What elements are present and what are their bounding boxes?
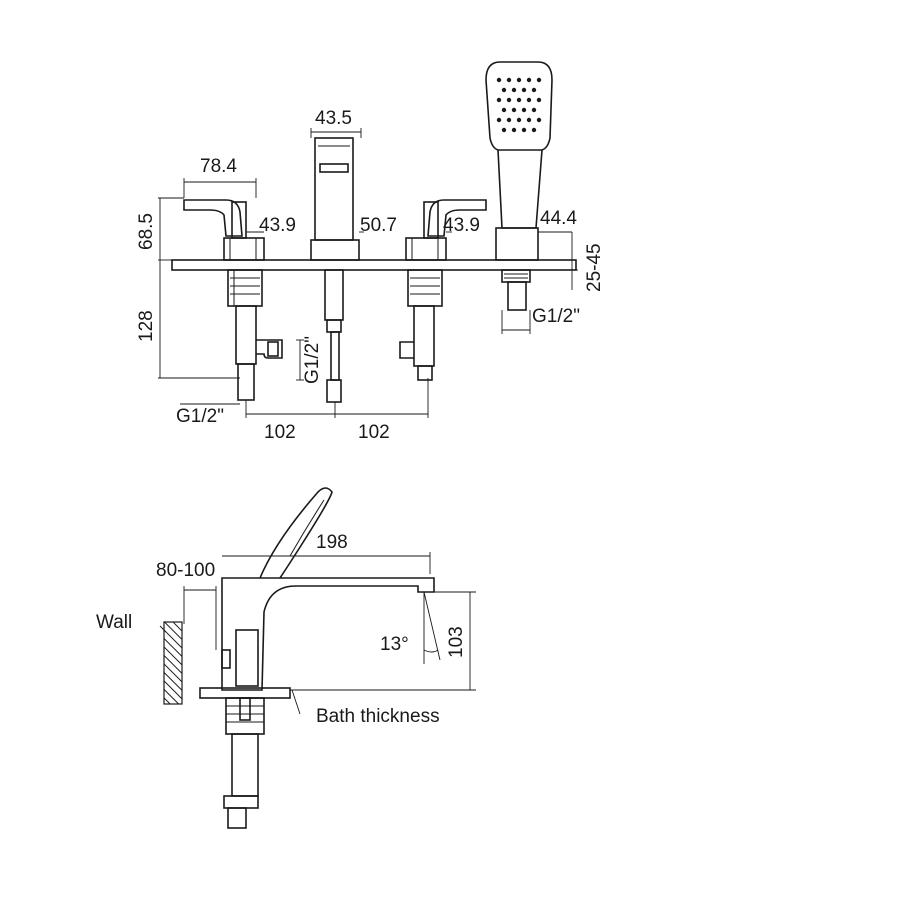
dim-right-valve-body: 43.9 <box>443 215 480 236</box>
right-inlet <box>417 365 433 381</box>
spray-nozzle-dot <box>516 97 522 103</box>
dim-spout-height: 103 <box>446 626 467 658</box>
spray-nozzle-dot <box>536 97 542 103</box>
spray-nozzle-dot <box>496 97 502 103</box>
thread-left-inlet: G1/2" <box>176 406 224 427</box>
spray-nozzle-dot <box>531 87 537 93</box>
hand-shower-handle <box>497 149 543 229</box>
spray-nozzle-dot <box>531 127 537 133</box>
spray-nozzle-dot <box>531 107 537 113</box>
right-valve <box>399 199 487 381</box>
side-dimension-lines <box>159 552 476 715</box>
spout-tube <box>314 137 354 241</box>
left-thread <box>227 269 263 307</box>
left-valve <box>183 199 283 401</box>
dim-spacing-right: 102 <box>358 422 390 443</box>
dim-deck-range: 25-45 <box>584 243 605 292</box>
dim-lever-width: 78.4 <box>200 156 237 177</box>
spray-nozzle-dot <box>526 117 532 123</box>
spout-body <box>310 239 360 261</box>
dim-spout-width: 43.5 <box>315 108 352 129</box>
spray-nozzle-dot <box>526 97 532 103</box>
spray-nozzle-dot <box>516 117 522 123</box>
thread-spout-connection: G1/2" <box>302 336 323 384</box>
spray-nozzle-dot <box>521 107 527 113</box>
label-bath-thickness: Bath thickness <box>316 706 440 727</box>
dim-spout-body: 50.7 <box>360 215 397 236</box>
spray-nozzle-dot <box>536 77 542 83</box>
spray-nozzle-dot <box>521 127 527 133</box>
plan-dimension-lines <box>158 128 578 418</box>
dim-spout-angle: 13° <box>380 634 409 655</box>
side-hand-shower <box>259 487 333 579</box>
left-lever <box>183 199 243 237</box>
spray-nozzle-dot <box>521 87 527 93</box>
spout <box>310 137 360 403</box>
plan-view: 78.4 43.5 43.9 50.7 43.9 44.4 68.5 128 2… <box>136 61 605 443</box>
spray-nozzle-dot <box>506 117 512 123</box>
left-tail <box>235 305 257 365</box>
hand-shower-thread <box>501 269 531 283</box>
deck-plate <box>171 259 577 271</box>
dim-spout-reach: 198 <box>316 532 348 553</box>
spray-nozzle-dot <box>501 107 507 113</box>
spray-nozzle-dot <box>511 127 517 133</box>
spray-nozzle-dot <box>501 127 507 133</box>
hand-shower-head <box>485 61 553 151</box>
spray-nozzle-dot <box>506 77 512 83</box>
spray-nozzles <box>496 77 542 133</box>
spray-nozzle-dot <box>516 77 522 83</box>
dim-spacing-left: 102 <box>264 422 296 443</box>
spray-nozzle-dot <box>536 117 542 123</box>
spray-nozzle-dot <box>511 87 517 93</box>
dim-tail-length: 128 <box>136 310 157 342</box>
dim-left-valve-body: 43.9 <box>259 215 296 236</box>
spray-nozzle-dot <box>501 87 507 93</box>
spray-nozzle-dot <box>496 117 502 123</box>
hand-shower-base <box>495 227 539 261</box>
spray-nozzle-dot <box>496 77 502 83</box>
wall-hatch <box>163 621 183 705</box>
dim-handshower-base: 44.4 <box>540 208 577 229</box>
label-wall: Wall <box>96 612 132 633</box>
right-tail <box>413 305 435 367</box>
spout-connection <box>330 331 340 381</box>
side-view: 198 80-100 Wall 13° 103 Bath thickness <box>96 487 476 829</box>
dim-wall-distance: 80-100 <box>156 560 215 581</box>
right-valve-body <box>405 237 447 261</box>
left-inlet <box>237 363 255 401</box>
left-valve-body <box>223 237 265 261</box>
spray-nozzle-dot <box>511 107 517 113</box>
thread-handshower: G1/2" <box>532 306 580 327</box>
spray-nozzle-dot <box>506 97 512 103</box>
right-lever <box>427 199 487 237</box>
right-thread <box>407 269 443 307</box>
spray-nozzle-dot <box>526 77 532 83</box>
hand-shower <box>485 61 553 311</box>
dim-lever-height: 68.5 <box>136 213 157 250</box>
